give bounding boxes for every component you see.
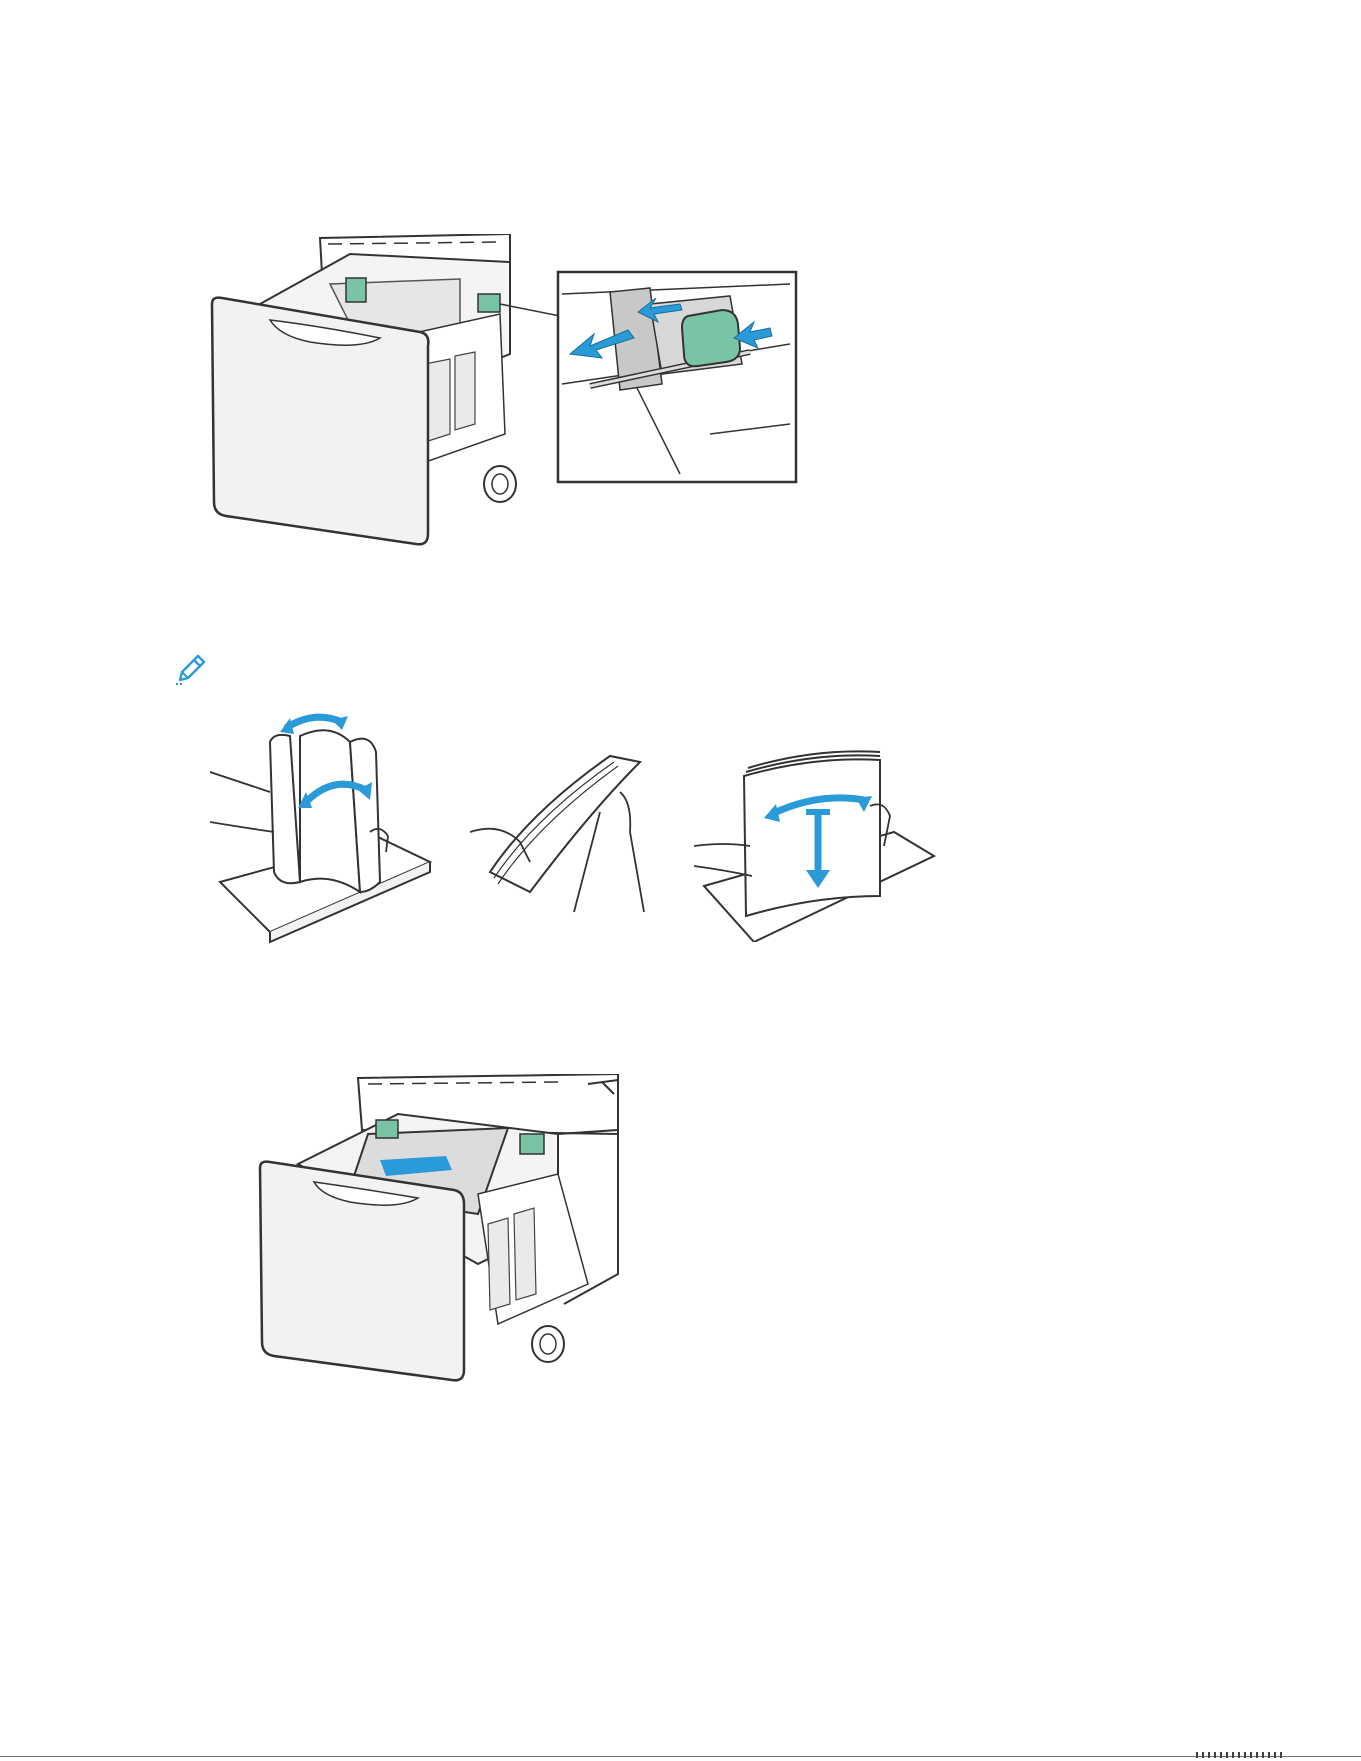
tray-loaded-figure	[258, 1074, 620, 1382]
paper-fanning-illustration	[210, 712, 450, 946]
fan-paper-flex-figure	[210, 712, 450, 946]
paper-tray-loaded-illustration	[258, 1074, 620, 1382]
footer-marks	[1196, 1752, 1286, 1758]
fan-paper-edge-figure	[470, 752, 660, 914]
pencil-icon	[174, 652, 208, 686]
fan-paper-bend-figure	[694, 746, 940, 942]
paper-tray-guides-illustration	[210, 234, 800, 546]
tray-guides-figure	[210, 234, 800, 546]
footer-rule	[0, 1756, 1361, 1757]
